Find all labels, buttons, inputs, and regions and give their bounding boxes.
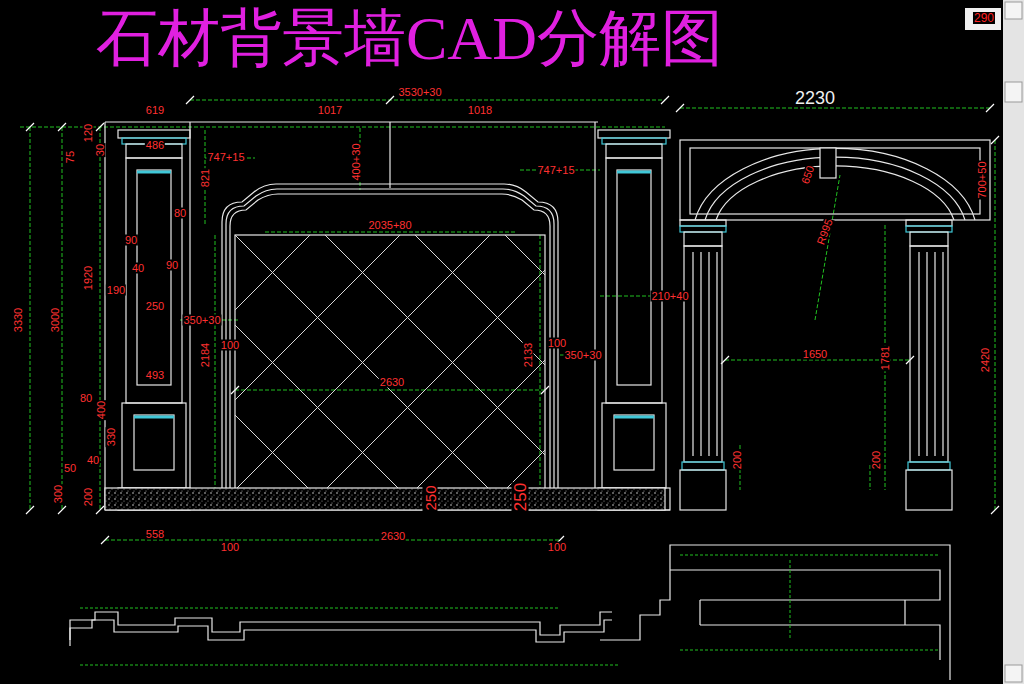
dimension-text: 400+30 — [351, 142, 362, 181]
dimension-text: 747+15 — [206, 152, 245, 163]
dimension-text: 50 — [63, 463, 77, 474]
dimension-ticks — [26, 96, 999, 544]
dimension-text: 2133 — [523, 342, 534, 368]
dimension-text: 1920 — [83, 265, 94, 291]
left-column — [118, 130, 190, 510]
dimension-text: 493 — [145, 370, 165, 381]
dimension-text: 2184 — [200, 342, 211, 368]
scrollbar — [965, 0, 1024, 684]
dimension-text: 250 — [423, 484, 438, 511]
dimension-text: 250 — [145, 301, 165, 312]
dimension-text: 558 — [145, 529, 165, 540]
dimension-text: 3330 — [13, 307, 24, 333]
dimension-text: 80 — [173, 208, 187, 219]
dimension-text: 350+30 — [563, 350, 602, 361]
right-column — [598, 130, 670, 510]
dimension-text: 1781 — [880, 345, 891, 371]
dimension-text: 821 — [200, 168, 211, 188]
dimension-text: 2630 — [379, 377, 405, 388]
dimension-text: 250 — [512, 482, 529, 512]
arch-doorway — [680, 140, 990, 510]
dimension-text: 1650 — [802, 349, 828, 360]
dimension-text: 100 — [547, 542, 567, 553]
dimension-text: 2420 — [980, 347, 991, 373]
dimension-text: 90 — [165, 260, 179, 271]
drawing-title: 石材背景墙CAD分解图 — [96, 4, 723, 72]
dimension-text: 100 — [547, 338, 567, 349]
dimension-text: 2035+80 — [367, 220, 412, 231]
dimension-text: 200 — [871, 450, 882, 470]
dimension-text: 40 — [131, 263, 145, 274]
dimension-text: 90 — [124, 235, 138, 246]
plan-dimension-lines — [80, 555, 940, 665]
dimension-text: 1018 — [467, 105, 493, 116]
dimension-text: 650 — [799, 164, 816, 187]
dimension-text: 100 — [220, 542, 240, 553]
dimension-text: 200 — [83, 487, 94, 507]
dimension-text: 40 — [86, 455, 100, 466]
dimension-text: 2230 — [794, 89, 836, 107]
dimension-text: 300 — [53, 484, 64, 504]
dimension-text: R995 — [815, 217, 835, 247]
dimension-text: 3000 — [50, 307, 61, 333]
dimension-text: 120 — [83, 123, 94, 143]
dimension-text: 210+40 — [650, 291, 689, 302]
dimension-lines — [20, 100, 995, 540]
dimension-text: 290 — [973, 12, 995, 24]
dimension-text: 486 — [145, 140, 165, 151]
dimension-text: 330 — [106, 427, 117, 447]
dimension-text: 200 — [732, 450, 743, 470]
dimension-text: 100 — [220, 340, 240, 351]
dimension-text: 80 — [79, 393, 93, 404]
dimension-text: 75 — [65, 150, 76, 164]
dimension-text: 3530+30 — [397, 87, 442, 98]
dimension-text: 700+50 — [977, 160, 988, 199]
dimension-text: 30 — [95, 143, 106, 157]
dimension-text: 400 — [96, 400, 107, 420]
dimension-text: 2630 — [380, 531, 406, 542]
dimension-text: 190 — [106, 285, 126, 296]
center-panel — [105, 122, 760, 510]
plan-section — [70, 545, 950, 680]
dimension-text: 619 — [145, 105, 165, 116]
dimension-text: 747+15 — [536, 165, 575, 176]
dimension-text: 1017 — [317, 105, 343, 116]
dimension-text: 350+30 — [182, 315, 221, 326]
